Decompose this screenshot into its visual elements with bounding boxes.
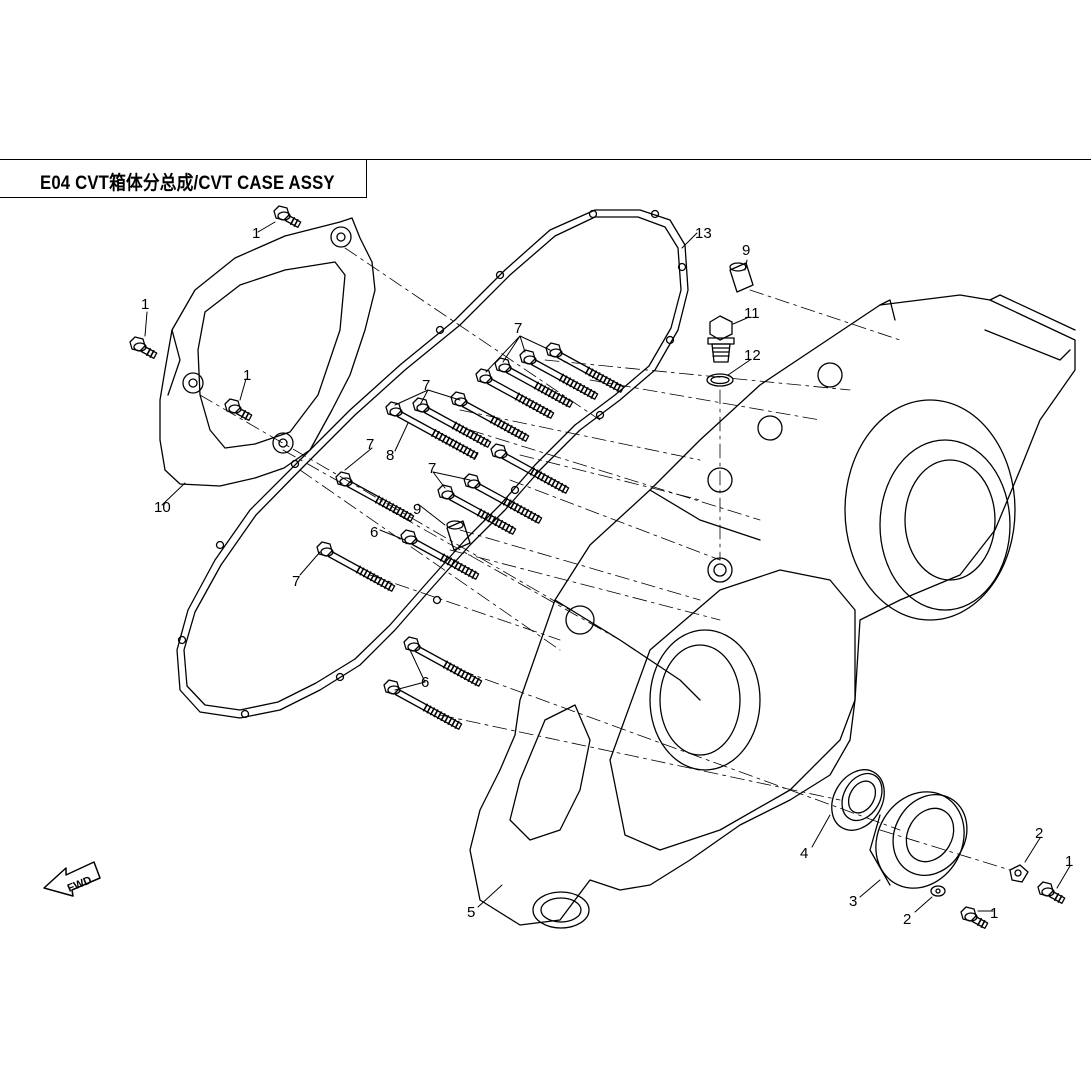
callout-6-upper: 6 [370,524,378,541]
callout-7-second: 7 [422,377,430,394]
oil-seal-part-4 [831,769,885,831]
header-top-rule [0,159,1091,160]
dowel-pin-part-9-top [729,262,754,293]
dowel-pin-part-9-left [446,520,471,551]
bolt-part-7 [463,473,543,524]
bolt-part-1 [224,398,253,421]
cvt-cover-part-10 [159,217,376,487]
callout-9-left: 9 [413,501,421,518]
bolt-part-7 [450,391,530,442]
callout-9-top: 9 [742,242,750,259]
bolt-set [129,205,1066,929]
callout-11: 11 [744,305,760,322]
bolt-part-7 [519,349,599,400]
callout-3: 3 [849,893,857,910]
bolt-part-7 [494,357,574,408]
callout-leaders [144,221,1071,913]
callout-1-top: 1 [252,225,260,242]
callout-1-inner: 1 [243,367,251,384]
bearing-part-3 [869,791,968,889]
bolt-part-6 [400,529,480,580]
bolt-part-7 [316,541,396,592]
callout-7-left: 7 [366,436,374,453]
bolt-part-1 [1037,881,1066,904]
bolt-part-7 [412,397,492,448]
callout-7-middle: 7 [428,460,436,477]
bolt-part-8 [385,401,479,460]
drain-plug-part-11 [707,315,735,363]
projection-lines [199,247,1011,871]
callout-1-left: 1 [141,296,149,313]
bolt-part-1 [129,336,158,359]
bolt-part-1 [273,205,302,228]
fwd-label: FWD [66,874,94,895]
callout-2-right: 2 [1035,825,1043,842]
bolt-part-7 [545,342,625,393]
callout-6-lower: 6 [421,674,429,691]
callout-10: 10 [154,499,171,516]
gasket-part-13 [176,209,689,719]
bolt-part-1 [960,906,989,929]
callout-8: 8 [386,447,394,464]
diagram-title: E04 CVT箱体分总成/CVT CASE ASSY [40,173,335,194]
callout-4: 4 [800,845,808,862]
bolt-part-6 [383,679,463,730]
washer-part-2 [930,864,1029,897]
callout-1-right: 1 [1065,853,1073,870]
callout-2-bottom: 2 [903,911,911,928]
callout-1-bottom: 1 [990,905,998,922]
bolt-part-7 [490,443,570,494]
bolt-part-7 [475,368,555,419]
callout-labels: 1 1 1 1 1 2 2 3 4 5 6 6 7 7 7 7 7 8 9 9 … [66,225,1074,928]
callout-7-bottom: 7 [292,573,300,590]
fwd-arrow-icon [43,861,101,897]
o-ring-part-12 [706,373,734,387]
cvt-case-part-5 [469,294,1076,929]
callout-13: 13 [695,225,712,242]
title-box: E04 CVT箱体分总成/CVT CASE ASSY [0,160,367,198]
callout-12: 12 [744,347,761,364]
callout-7-top: 7 [514,320,522,337]
bolt-part-7 [437,484,517,535]
callout-5: 5 [467,904,475,921]
